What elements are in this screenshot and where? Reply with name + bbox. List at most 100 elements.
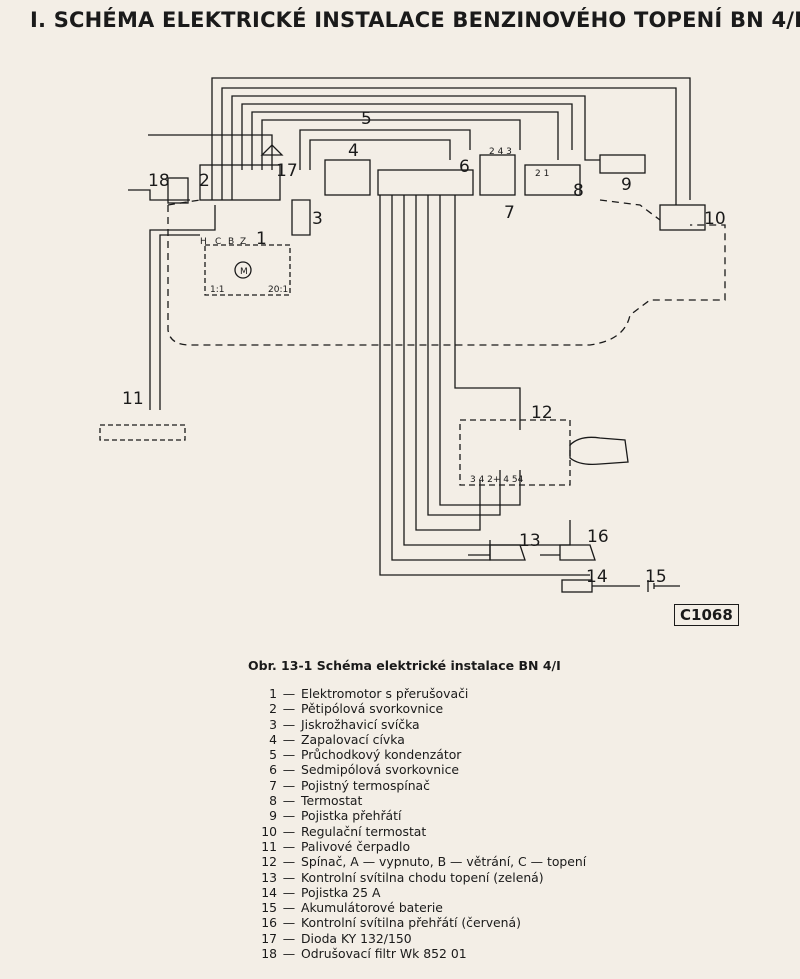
ground-wire-top	[148, 134, 273, 170]
legend-item: 5—Průchodkový kondenzátor	[255, 747, 586, 762]
legend-number: 10	[261, 823, 277, 839]
legend-dash: —	[282, 777, 296, 793]
legend-text: Elektromotor s přerušovači	[301, 686, 469, 701]
ground-wire-left	[128, 189, 190, 201]
wire-loop-2	[221, 87, 677, 205]
harness-6	[439, 195, 521, 506]
regulator-10	[659, 204, 706, 231]
legend-number: 2	[269, 701, 277, 717]
legend-number: 12	[261, 854, 277, 870]
legend-dash: —	[282, 731, 296, 747]
legend-number: 7	[269, 777, 277, 793]
page-title: I. SCHÉMA ELEKTRICKÉ INSTALACE BENZINOVÉ…	[30, 8, 800, 32]
label-15: 15	[645, 567, 667, 587]
legend-dash: —	[282, 762, 296, 778]
thermostat-8	[524, 164, 581, 196]
label-1: 1	[256, 229, 267, 249]
terminals-7: 2 4 3	[489, 147, 512, 157]
terminal-h: H	[200, 237, 207, 247]
legend-number: 6	[269, 762, 277, 778]
pump-wire-1	[149, 205, 216, 410]
legend-number: 16	[261, 915, 277, 931]
ratio-1-1: 1:1	[210, 285, 224, 295]
legend-dash: —	[282, 686, 296, 701]
harness-7	[454, 195, 521, 430]
wire-loop-3	[231, 95, 600, 200]
legend-item: 2 — Pětipólová svorkovnice	[255, 701, 586, 716]
legend-dash: —	[282, 900, 296, 916]
thermal-switch-7	[479, 154, 516, 196]
ratio-20-1: 20:1	[268, 285, 288, 295]
legend-number: 5	[269, 747, 277, 763]
legend-text: Pětipólová svorkovnice	[301, 701, 444, 717]
harness-1	[379, 195, 590, 576]
terminal-c: C	[215, 237, 221, 247]
legend-text: Regulační termostat	[301, 823, 427, 839]
label-8: 8	[573, 181, 584, 201]
label-5: 5	[361, 109, 372, 129]
legend-number: 11	[261, 838, 277, 854]
legend-item: 1 — Elektromotor s přerušovači	[255, 686, 586, 701]
label-13: 13	[519, 531, 541, 551]
terminal-block-2	[199, 164, 281, 201]
wire-loop-outer	[211, 77, 691, 200]
label-12: 12	[531, 403, 553, 423]
label-10: 10	[704, 209, 726, 229]
legend-text: Kontrolní svítilna chodu topení (zelená)	[301, 869, 544, 885]
legend-text: Spínač, A — vypnuto, B — větrání, C — to…	[301, 854, 587, 870]
label-14: 14	[586, 567, 608, 587]
legend-dash: —	[282, 838, 296, 854]
label-7: 7	[504, 203, 515, 223]
wire-loop-8	[309, 139, 451, 170]
legend-number: 1	[269, 686, 277, 701]
figure-caption: Obr. 13-1 Schéma elektrické instalace BN…	[248, 658, 561, 673]
legend-dash: —	[282, 869, 296, 885]
fuse-9	[599, 154, 646, 174]
terminal-b: B	[228, 237, 234, 247]
motor-1	[204, 244, 291, 296]
label-2: 2	[199, 171, 210, 191]
legend-item: 7—Pojistný termospínač	[255, 778, 586, 793]
legend-number: 8	[269, 793, 277, 809]
legend-text: Jiskrožhavicí svíčka	[301, 716, 420, 732]
legend-number: 18	[261, 946, 277, 962]
legend-item: 6—Sedmipólová svorkovnice	[255, 762, 586, 777]
legend-number: 15	[261, 900, 277, 916]
legend-number: 13	[261, 869, 277, 885]
legend-text: Průchodkový kondenzátor	[301, 747, 462, 763]
legend-text: Pojistka přehřátí	[301, 808, 402, 824]
coil-4	[324, 159, 371, 196]
harness-5	[427, 195, 501, 516]
wire-loop-4	[241, 103, 573, 170]
legend: 1 — Elektromotor s přerušovači 2 — Pětipólová…	[255, 686, 586, 961]
legend-text: Palivové čerpadlo	[301, 838, 411, 854]
battery-wire	[592, 580, 680, 592]
legend-text: Termostat	[301, 793, 363, 809]
heater-outline	[167, 199, 726, 346]
legend-dash: —	[282, 946, 296, 962]
legend-text: Odrušovací filtr Wk 852 01	[301, 946, 467, 962]
terminal-block-6	[377, 169, 474, 196]
legend-item: 14—Pojistka 25 A	[255, 885, 586, 900]
legend-item: 8—Termostat	[255, 793, 586, 808]
label-16: 16	[587, 527, 609, 547]
legend-dash: —	[282, 884, 296, 900]
legend-dash: —	[282, 930, 296, 946]
legend-item: 3—Jiskrožhavicí svíčka	[255, 717, 586, 732]
figure-code: C1068	[674, 604, 739, 626]
filter-18	[167, 177, 189, 204]
label-18: 18	[148, 171, 170, 191]
legend-text: Akumulátorové baterie	[301, 900, 443, 916]
legend-item: 16—Kontrolní svítilna přehřátí (červená)	[255, 915, 586, 930]
label-3: 3	[312, 209, 323, 229]
legend-dash: —	[282, 701, 296, 717]
legend-number: 3	[269, 716, 277, 732]
diode-17	[260, 144, 284, 156]
legend-number: 17	[261, 930, 277, 946]
legend-text: Pojistka 25 A	[301, 884, 381, 900]
legend-item: 17 — Dioda KY 132/150	[255, 931, 586, 946]
legend-text: Dioda KY 132/150	[301, 930, 412, 946]
harness-3	[403, 195, 571, 546]
wire-loop-7	[299, 129, 471, 170]
wire-loop-6	[261, 119, 521, 170]
